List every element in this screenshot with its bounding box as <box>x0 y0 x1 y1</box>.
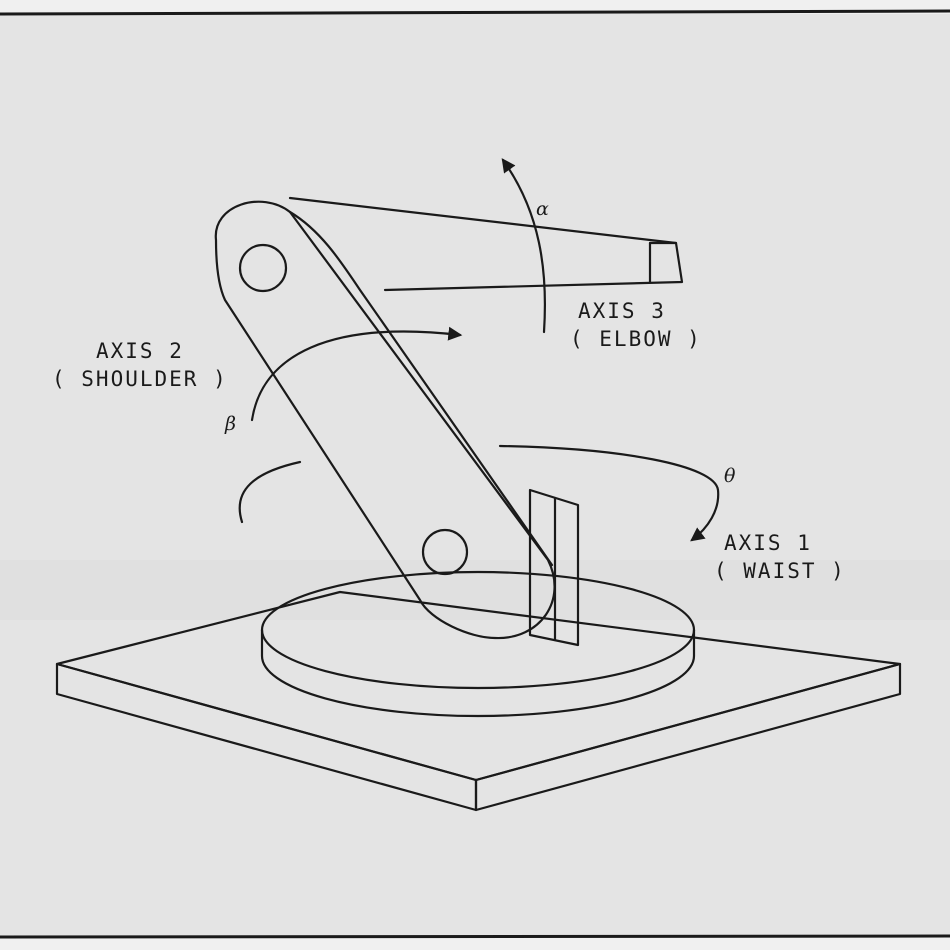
axis-1-joint-label: ( WAIST ) <box>714 559 846 583</box>
shoulder-arm <box>214 200 556 640</box>
elbow-rotation-arrow <box>501 158 547 334</box>
shoulder-rotation-arrow <box>250 326 463 422</box>
axis-3-label: AXIS 3 <box>578 299 666 323</box>
waist-turntable <box>260 570 696 718</box>
top-border-line <box>0 9 950 16</box>
axis-3-joint-label: ( ELBOW ) <box>570 327 702 351</box>
axis-2-joint-label: ( SHOULDER ) <box>52 367 228 391</box>
axis-2-label-group: AXIS 2 ( SHOULDER ) β <box>52 339 236 435</box>
shoulder-joint-hole <box>421 528 469 576</box>
elbow-joint-hole <box>238 243 288 293</box>
axis-3-label-group: α AXIS 3 ( ELBOW ) <box>536 198 702 351</box>
shoulder-support-bracket <box>528 488 580 647</box>
axis-2-label: AXIS 2 <box>96 339 184 363</box>
bottom-border-line <box>0 934 950 939</box>
theta-symbol: θ <box>724 465 736 487</box>
alpha-symbol: α <box>536 198 549 220</box>
base-plate <box>55 590 902 812</box>
elbow-arm <box>288 196 684 292</box>
waist-rotation-arrow-left <box>238 460 302 524</box>
axis-1-label: AXIS 1 <box>724 531 812 555</box>
axis-1-label-group: θ AXIS 1 ( WAIST ) <box>714 465 846 583</box>
beta-symbol: β <box>224 413 236 435</box>
waist-rotation-arrow-right <box>498 444 720 542</box>
